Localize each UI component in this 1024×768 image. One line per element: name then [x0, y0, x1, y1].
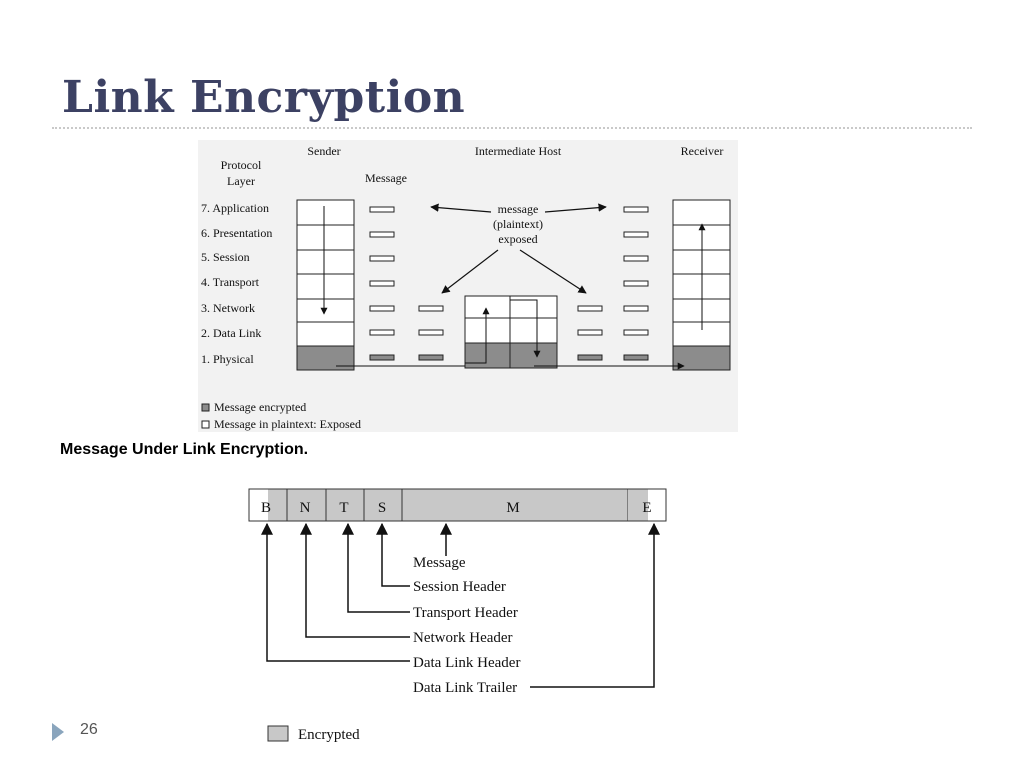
intermediate-host-stack — [464, 295, 558, 369]
legend-encrypted-swatch — [201, 403, 210, 412]
label-data-link-header: Data Link Header — [413, 655, 520, 671]
legend-encrypted-swatch — [267, 725, 289, 742]
legend-encrypted-label: Message encrypted — [214, 400, 306, 414]
page-number: 26 — [80, 721, 98, 738]
header-protocol: Protocol — [221, 158, 262, 172]
label-network-header: Network Header — [413, 630, 513, 646]
header-intermediate-host: Intermediate Host — [475, 144, 562, 158]
field-n: N — [300, 500, 311, 516]
field-t: T — [339, 500, 348, 516]
intermediate-down-arrow — [510, 299, 541, 358]
field-b: B — [261, 500, 271, 516]
intermediate-up-arrow — [465, 307, 490, 364]
link-encryption-layer-diagram: Protocol Layer Sender Message Intermedia… — [198, 140, 738, 432]
field-s: S — [378, 500, 386, 516]
callout-exposed: exposed — [498, 232, 537, 246]
sender-stack — [296, 199, 355, 371]
callout-message: message — [498, 202, 539, 216]
field-e: E — [642, 500, 651, 516]
layer-label: 2. Data Link — [201, 326, 261, 340]
layer-label: 6. Presentation — [201, 226, 272, 240]
header-layer: Layer — [227, 174, 255, 188]
layer-label: 1. Physical — [201, 352, 254, 366]
legend-plaintext-label: Message in plaintext: Exposed — [214, 417, 361, 431]
figure-background — [198, 140, 738, 432]
figure-caption: Message Under Link Encryption. — [60, 441, 309, 458]
frame-fields — [248, 488, 667, 522]
legend-plaintext-swatch — [201, 420, 210, 429]
layer-label: 3. Network — [201, 301, 255, 315]
message-bars — [369, 206, 649, 361]
label-data-link-trailer: Data Link Trailer — [413, 680, 517, 696]
callout-arrows — [430, 203, 607, 294]
label-message: Message — [413, 555, 466, 571]
leader-arrows — [261, 522, 660, 688]
layer-label: 7. Application — [201, 201, 269, 215]
triangle-bullet-icon — [52, 723, 64, 741]
title-divider — [52, 127, 972, 129]
label-transport-header: Transport Header — [413, 605, 518, 621]
field-m: M — [506, 500, 519, 516]
header-receiver: Receiver — [681, 144, 724, 158]
header-message: Message — [365, 171, 407, 185]
header-sender: Sender — [307, 144, 340, 158]
label-session-header: Session Header — [413, 579, 506, 595]
legend-encrypted-label: Encrypted — [298, 727, 360, 743]
slide-title: Link Encryption — [62, 72, 466, 123]
layer-label: 4. Transport — [201, 275, 260, 289]
layer-label: 5. Session — [201, 250, 250, 264]
frame-header-diagram: B N T S M E Message Session Header Trans… — [248, 488, 667, 743]
callout-plaintext: (plaintext) — [493, 217, 543, 231]
